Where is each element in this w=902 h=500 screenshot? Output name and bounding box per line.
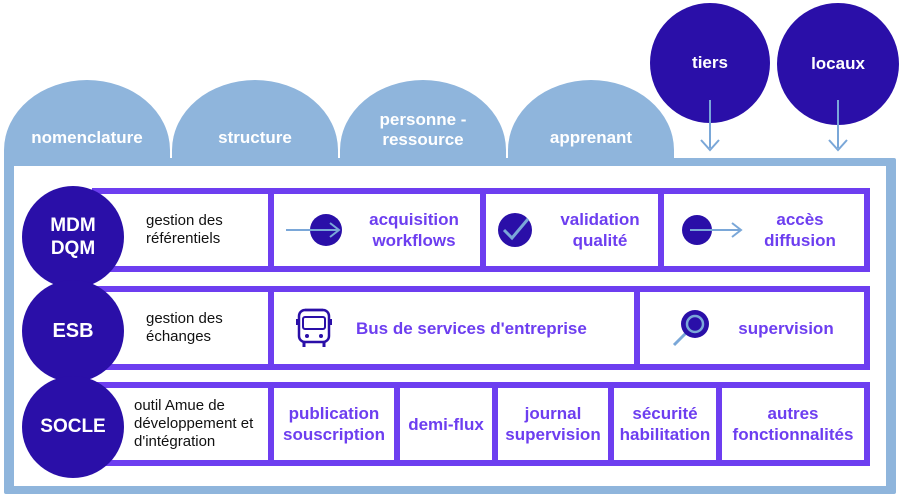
esb-item-bus-label: Bus de services d'entreprise [356, 318, 587, 338]
socle-item-securite-label: sécurité habilitation [619, 404, 711, 444]
socle-item-journal-label: journal supervision [505, 404, 601, 444]
mdm-item-acquisition-label: acquisition workflows [369, 210, 459, 250]
socle-item-publication: publication souscription [274, 388, 394, 460]
dome-label-nomenclature: nomenclature [31, 128, 143, 147]
dome-label-personne-ressource: personne - ressource [379, 110, 467, 149]
esb-item-bus: Bus de services d'entreprise [274, 292, 634, 364]
row-esb: gestion des échanges Bus de services d'e… [92, 286, 870, 370]
row-mdm: gestion des référentiels acquisition wor… [92, 188, 870, 272]
check-circle-icon [498, 213, 532, 247]
bus-icon [296, 308, 332, 347]
socle-item-securite: sécurité habilitation [614, 388, 716, 460]
circle-tiers-label: tiers [692, 53, 728, 72]
mdm-item-acces-label: accès diffusion [764, 210, 836, 250]
esb-item-supervision-label: supervision [738, 318, 834, 338]
mdm-item-validation: validation qualité [486, 194, 658, 266]
tiers-arrow-line [709, 100, 711, 148]
esb-description: gestion des échanges [146, 310, 223, 345]
dome-label-structure: structure [218, 128, 292, 147]
mdm-item-validation-label: validation qualité [560, 210, 640, 250]
dome-label-apprenant: apprenant [549, 128, 633, 147]
socle-item-journal: journal supervision [498, 388, 608, 460]
socle-item-demi-flux: demi-flux [400, 388, 492, 460]
mdm-item-acquisition: acquisition workflows [274, 194, 480, 266]
badge-esb-label: ESB [52, 319, 94, 342]
socle-description-cell: outil Amue de développement et d'intégra… [98, 388, 268, 460]
socle-description: outil Amue de développement et d'intégra… [134, 397, 254, 450]
badge-socle: SOCLE [22, 376, 124, 478]
socle-item-autres: autres fonctionnalités [722, 388, 864, 460]
arrow-right-circle-icon [286, 214, 342, 246]
socle-item-autres-label: autres fonctionnalités [732, 404, 854, 444]
badge-mdm-dqm: MDM DQM [22, 186, 124, 288]
socle-item-publication-label: publication souscription [282, 404, 385, 444]
tiers-arrow-head [700, 139, 720, 152]
magnifier-icon [673, 310, 710, 347]
locaux-arrow-head [828, 139, 848, 152]
locaux-arrow-line [837, 100, 839, 148]
socle-item-demi-flux-label: demi-flux [408, 414, 484, 434]
circle-locaux-label: locaux [811, 54, 865, 73]
circle-arrow-out-icon [682, 215, 743, 245]
mdm-item-acces: accès diffusion [664, 194, 864, 266]
row-socle: outil Amue de développement et d'intégra… [92, 382, 870, 466]
esb-item-supervision: supervision [640, 292, 864, 364]
mdm-description-cell: gestion des référentiels [98, 194, 268, 266]
esb-description-cell: gestion des échanges [98, 292, 268, 364]
mdm-description: gestion des référentiels [146, 212, 223, 247]
badge-mdm-dqm-label: MDM DQM [50, 215, 96, 259]
badge-esb: ESB [22, 280, 124, 382]
badge-socle-label: SOCLE [40, 416, 106, 437]
